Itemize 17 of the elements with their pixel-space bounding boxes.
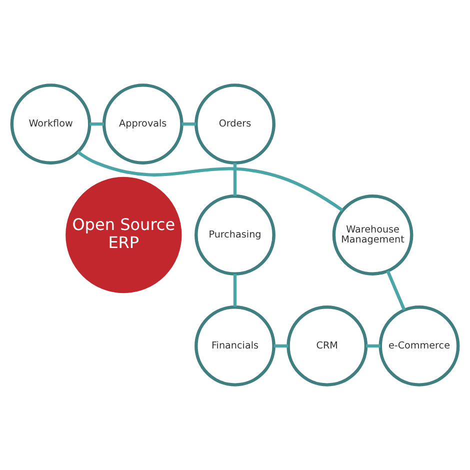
connector	[233, 163, 237, 196]
node-circle: CRM	[286, 306, 368, 386]
node-circle: Open Source ERP	[66, 176, 182, 294]
node-circle: Purchasing	[194, 194, 276, 276]
node-circle: Approvals	[102, 84, 184, 164]
connector	[274, 344, 288, 348]
connector	[182, 122, 196, 126]
node-circle: Orders	[194, 84, 276, 164]
connector	[233, 274, 237, 307]
node-circle: e-Commerce	[378, 306, 460, 386]
node-circle: Workflow	[10, 84, 92, 164]
connector	[366, 344, 380, 348]
node-circle: Warehouse Management	[332, 194, 414, 276]
connector	[386, 270, 406, 311]
connector	[90, 122, 104, 126]
connector	[77, 150, 344, 212]
node-circle: Financials	[194, 306, 276, 386]
